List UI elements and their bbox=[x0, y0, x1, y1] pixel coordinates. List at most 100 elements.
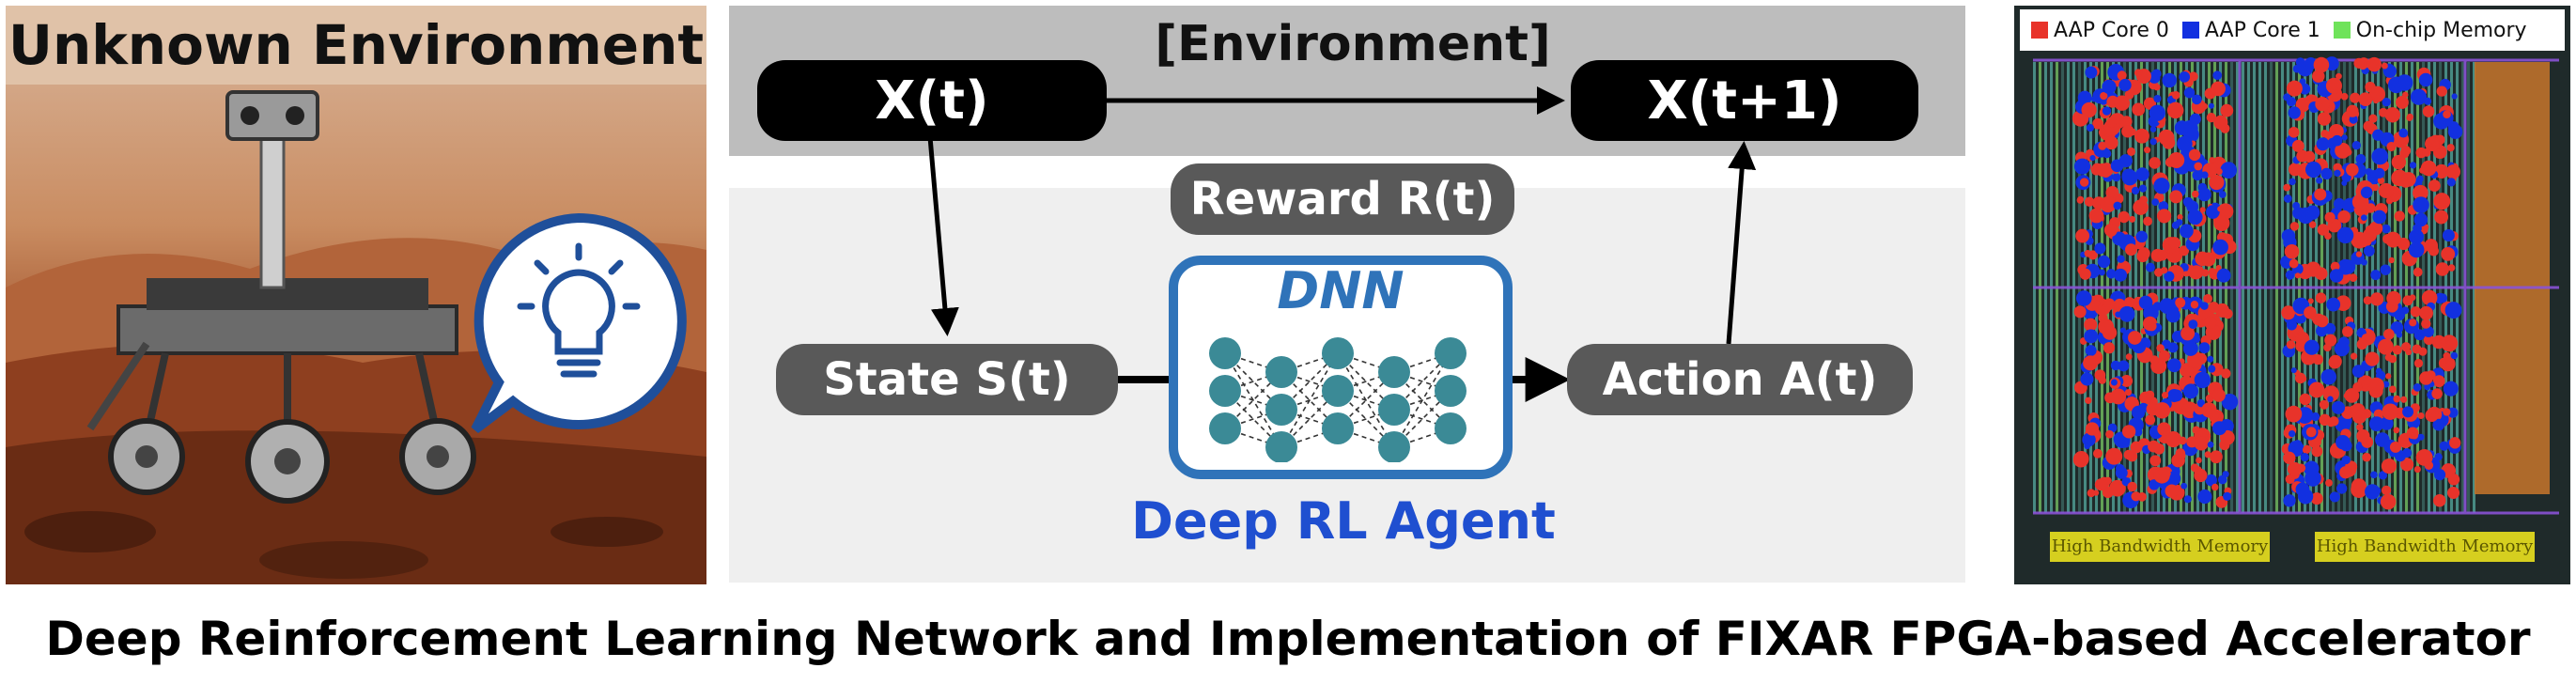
placement-cell bbox=[2159, 298, 2175, 314]
placement-cell bbox=[2138, 295, 2153, 310]
placement-cell bbox=[2117, 255, 2125, 263]
placement-cell bbox=[2072, 452, 2089, 468]
placement-cell bbox=[2310, 412, 2320, 422]
placement-cell bbox=[2409, 229, 2425, 244]
placement-cell bbox=[2286, 97, 2297, 107]
placement-cell bbox=[2118, 210, 2130, 224]
placement-cell bbox=[2207, 441, 2214, 448]
placement-cell bbox=[2295, 97, 2310, 113]
placement-cell bbox=[2289, 429, 2296, 438]
placement-cell bbox=[2197, 187, 2211, 202]
placement-cell bbox=[2381, 62, 2388, 70]
placement-cell bbox=[2084, 196, 2095, 207]
nn-node bbox=[1209, 412, 1241, 444]
placement-cell bbox=[2385, 196, 2394, 205]
placement-cell bbox=[2177, 135, 2193, 152]
neural-network-icon bbox=[1209, 337, 1466, 462]
placement-cell bbox=[2440, 356, 2456, 372]
placement-cell bbox=[2325, 479, 2333, 487]
placement-cell bbox=[2316, 315, 2329, 328]
placement-cell bbox=[2396, 331, 2403, 338]
action-to-xt1-arrow bbox=[1726, 141, 1757, 345]
placement-cell bbox=[2180, 326, 2196, 341]
placement-cell bbox=[2392, 345, 2402, 355]
placement-cell bbox=[2413, 466, 2421, 474]
placement-cell bbox=[2118, 360, 2130, 372]
placement-cell bbox=[2186, 200, 2199, 213]
placement-cell bbox=[2349, 273, 2358, 282]
placement-cell bbox=[2356, 423, 2364, 431]
placement-cell bbox=[2162, 72, 2177, 88]
placement-cell bbox=[2346, 104, 2359, 117]
placement-cell bbox=[2287, 461, 2302, 476]
placement-cell bbox=[2199, 207, 2206, 213]
fpga-legend: AAP Core 0 AAP Core 1 On-chip Memory bbox=[2020, 9, 2565, 51]
placement-cell bbox=[2080, 372, 2094, 386]
placement-cell bbox=[2432, 418, 2445, 431]
placement-cell bbox=[2393, 395, 2401, 403]
placement-cell bbox=[2446, 486, 2460, 500]
placement-cell bbox=[2413, 382, 2422, 392]
placement-cell bbox=[2115, 311, 2121, 318]
placement-cell bbox=[2075, 228, 2090, 243]
placement-cell bbox=[2315, 97, 2330, 112]
placement-cell bbox=[2089, 155, 2096, 162]
placement-cell bbox=[2402, 91, 2409, 99]
placement-cell bbox=[2443, 381, 2459, 396]
placement-cell bbox=[2210, 450, 2223, 464]
placement-cell bbox=[2371, 148, 2389, 165]
placement-cell bbox=[2097, 255, 2111, 269]
placement-cell bbox=[2417, 412, 2425, 420]
placement-cell bbox=[2102, 79, 2117, 94]
placement-cell bbox=[2372, 129, 2384, 141]
placement-cell bbox=[2126, 298, 2134, 306]
placement-cell bbox=[2105, 429, 2114, 439]
placement-cell bbox=[2416, 175, 2424, 183]
placement-cell bbox=[2386, 141, 2397, 152]
deep-rl-agent-label: Deep RL Agent bbox=[1131, 491, 1556, 551]
placement-cell bbox=[2405, 349, 2413, 356]
placement-cell bbox=[2410, 306, 2422, 318]
placement-cell bbox=[2326, 297, 2341, 312]
placement-cell bbox=[2148, 440, 2160, 453]
placement-cell bbox=[2283, 183, 2291, 192]
placement-cell bbox=[2196, 457, 2202, 464]
placement-cell bbox=[2356, 428, 2370, 443]
placement-cell bbox=[2447, 124, 2463, 139]
placement-cell bbox=[2124, 389, 2133, 396]
placement-cell bbox=[2422, 148, 2431, 157]
legend-item-core1: AAP Core 1 bbox=[2181, 19, 2320, 42]
dnn-label: DNN bbox=[1277, 261, 1404, 320]
placement-cell bbox=[2221, 393, 2239, 411]
placement-cell bbox=[2340, 92, 2349, 101]
placement-cell bbox=[2447, 264, 2456, 272]
placement-cell bbox=[2145, 414, 2156, 426]
placement-cell bbox=[2158, 201, 2169, 211]
placement-cell bbox=[2197, 490, 2212, 505]
placement-cell bbox=[2399, 458, 2414, 472]
placement-cell bbox=[2188, 71, 2198, 82]
placement-cell bbox=[2283, 451, 2296, 465]
placement-cell bbox=[2092, 490, 2100, 496]
placement-cell bbox=[2201, 171, 2209, 179]
nn-node bbox=[1265, 431, 1297, 462]
placement-cell bbox=[2286, 319, 2298, 331]
placement-cell bbox=[2112, 173, 2121, 182]
placement-cell bbox=[2398, 128, 2409, 138]
placement-cell bbox=[2434, 453, 2443, 461]
placement-cell bbox=[2223, 491, 2232, 501]
placement-cell bbox=[2300, 452, 2309, 462]
placement-cell bbox=[2290, 367, 2297, 374]
reward-node: Reward R(t) bbox=[1171, 163, 1514, 235]
placement-cell bbox=[2443, 408, 2451, 416]
placement-cell bbox=[2153, 178, 2170, 194]
placement-cell bbox=[2419, 371, 2433, 385]
placement-cell bbox=[2135, 167, 2149, 181]
placement-cell bbox=[2106, 117, 2118, 128]
placement-cell bbox=[2360, 186, 2373, 199]
placement-cell bbox=[2114, 268, 2128, 282]
placement-cell bbox=[2130, 441, 2143, 454]
placement-cell bbox=[2121, 425, 2136, 439]
placement-cell bbox=[2139, 195, 2149, 205]
placement-cell bbox=[2191, 190, 2199, 198]
